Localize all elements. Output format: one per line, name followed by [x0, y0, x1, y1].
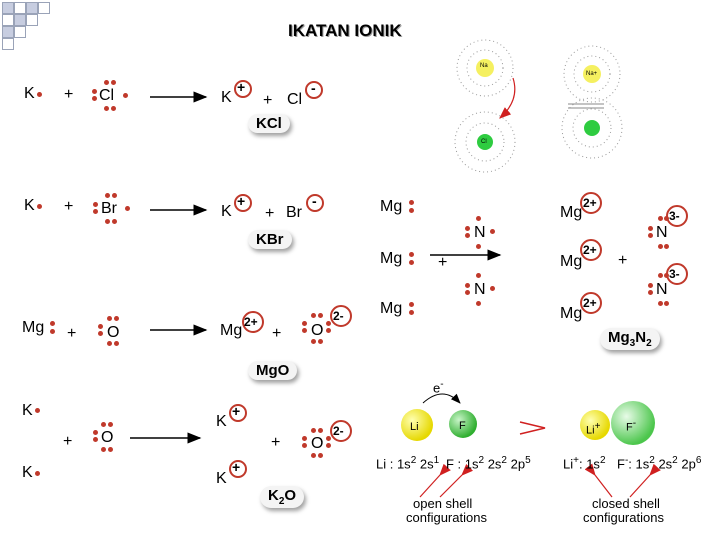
- mg-ion-symbol-2: Mg: [560, 253, 583, 270]
- charge-3minus: 3-: [669, 267, 680, 281]
- mg-symbol-1: Mg: [380, 198, 403, 215]
- o-symbol: O: [107, 324, 120, 341]
- charge-circle: [306, 194, 324, 212]
- o-ion-symbol: O: [311, 322, 324, 339]
- valence-electron: [37, 92, 42, 97]
- open-shell-line2: configurations: [406, 510, 487, 525]
- charge-2plus: 2+: [244, 315, 258, 329]
- li-ion-config: Li+: 1s2: [563, 455, 606, 472]
- charge-2plus: 2+: [583, 196, 597, 210]
- plus-sign: +: [64, 198, 74, 215]
- charge-minus: -: [311, 80, 316, 96]
- electron-label: e-: [433, 379, 444, 396]
- f-ion-label: F-: [626, 418, 637, 434]
- mg-ion-symbol-1: Mg: [560, 204, 583, 221]
- li-label: Li: [410, 421, 419, 433]
- li-f-diagram: [401, 393, 661, 498]
- k-ion-symbol-2: K: [216, 470, 227, 487]
- plus-sign: +: [438, 254, 448, 271]
- n-symbol-1: N: [474, 224, 486, 241]
- charge-circle: [580, 239, 602, 261]
- charge-2minus: 2-: [333, 424, 344, 438]
- cl-ion-symbol: Cl: [287, 91, 303, 108]
- br-symbol: Br: [101, 200, 117, 217]
- plus-sign: +: [271, 434, 281, 451]
- charge-minus: -: [312, 193, 317, 209]
- k-symbol-2: K: [22, 464, 33, 481]
- charge-2plus: 2+: [583, 243, 597, 257]
- compound-kcl: KCl: [248, 114, 290, 133]
- charge-circle: [330, 420, 352, 442]
- plus-sign: +: [64, 86, 74, 103]
- cl-symbol: Cl: [99, 87, 115, 104]
- charge-circle: [305, 81, 323, 99]
- charge-circle: [580, 192, 602, 214]
- valence-electron: [37, 204, 42, 209]
- li-config: Li : 1s2 2s1: [376, 455, 440, 472]
- k-ion-symbol: K: [221, 89, 232, 106]
- o-symbol: O: [101, 429, 114, 446]
- charge-circle: [229, 404, 247, 422]
- page-title: IKATAN IONIK: [288, 21, 402, 40]
- charge-plus: +: [237, 193, 246, 209]
- charge-plus: +: [237, 79, 246, 95]
- o-ion-symbol: O: [311, 435, 324, 452]
- k-ion-symbol: K: [221, 203, 232, 220]
- n-ion-symbol-2: N: [656, 281, 668, 298]
- compound-mgo: MgO: [248, 361, 298, 380]
- mg-symbol-3: Mg: [380, 300, 403, 317]
- na-label: Na: [480, 63, 488, 69]
- charge-circle: [234, 80, 252, 98]
- mg-ion-symbol-3: Mg: [560, 305, 583, 322]
- compound-k2o: K2O: [260, 486, 305, 508]
- mg-symbol-2: Mg: [380, 250, 403, 267]
- charge-plus: +: [232, 459, 241, 475]
- n-ion-symbol-1: N: [656, 224, 668, 241]
- k-ion-symbol-1: K: [216, 413, 227, 430]
- plus-sign: +: [618, 252, 628, 269]
- plus-sign: +: [272, 325, 282, 342]
- charge-circle: [666, 205, 688, 227]
- charge-circle: [242, 311, 264, 333]
- closed-shell-line1: closed shell: [592, 496, 660, 511]
- charge-circle: [330, 305, 352, 327]
- k-symbol-1: K: [22, 402, 33, 419]
- charge-circle: [229, 460, 247, 478]
- cl-atom-label: Cl: [481, 139, 487, 145]
- k-symbol: K: [24, 85, 35, 102]
- charge-plus: +: [232, 403, 241, 419]
- k-symbol: K: [24, 197, 35, 214]
- plus-sign: +: [63, 433, 73, 450]
- f-label: F: [459, 420, 466, 432]
- br-ion-symbol: Br: [286, 204, 302, 221]
- na-ion-label: Na+: [586, 71, 598, 77]
- mg-symbol: Mg: [22, 319, 45, 336]
- open-shell-line1: open shell: [413, 496, 473, 511]
- plus-sign: +: [67, 325, 77, 342]
- li-ion-label: Li+: [586, 421, 601, 437]
- f-config: F : 1s2 2s2 2p5: [446, 455, 531, 472]
- f-ion-config: F-: 1s2 2s2 2p6: [617, 455, 702, 472]
- charge-circle: [234, 194, 252, 212]
- charge-circle: [580, 292, 602, 314]
- n-symbol-2: N: [474, 281, 486, 298]
- compound-mg3n2: Mg3N2: [600, 328, 660, 350]
- charge-2plus: 2+: [583, 296, 597, 310]
- mg-ion-symbol: Mg: [220, 322, 243, 339]
- na-cl-shell-diagram: [454, 39, 623, 173]
- compound-kbr: KBr: [248, 230, 292, 249]
- plus-sign: +: [263, 92, 273, 109]
- charge-circle: [666, 263, 688, 285]
- charge-3minus: 3-: [669, 209, 680, 223]
- closed-shell-line2: configurations: [583, 510, 664, 525]
- charge-2minus: 2-: [333, 309, 344, 323]
- plus-sign: +: [265, 205, 275, 222]
